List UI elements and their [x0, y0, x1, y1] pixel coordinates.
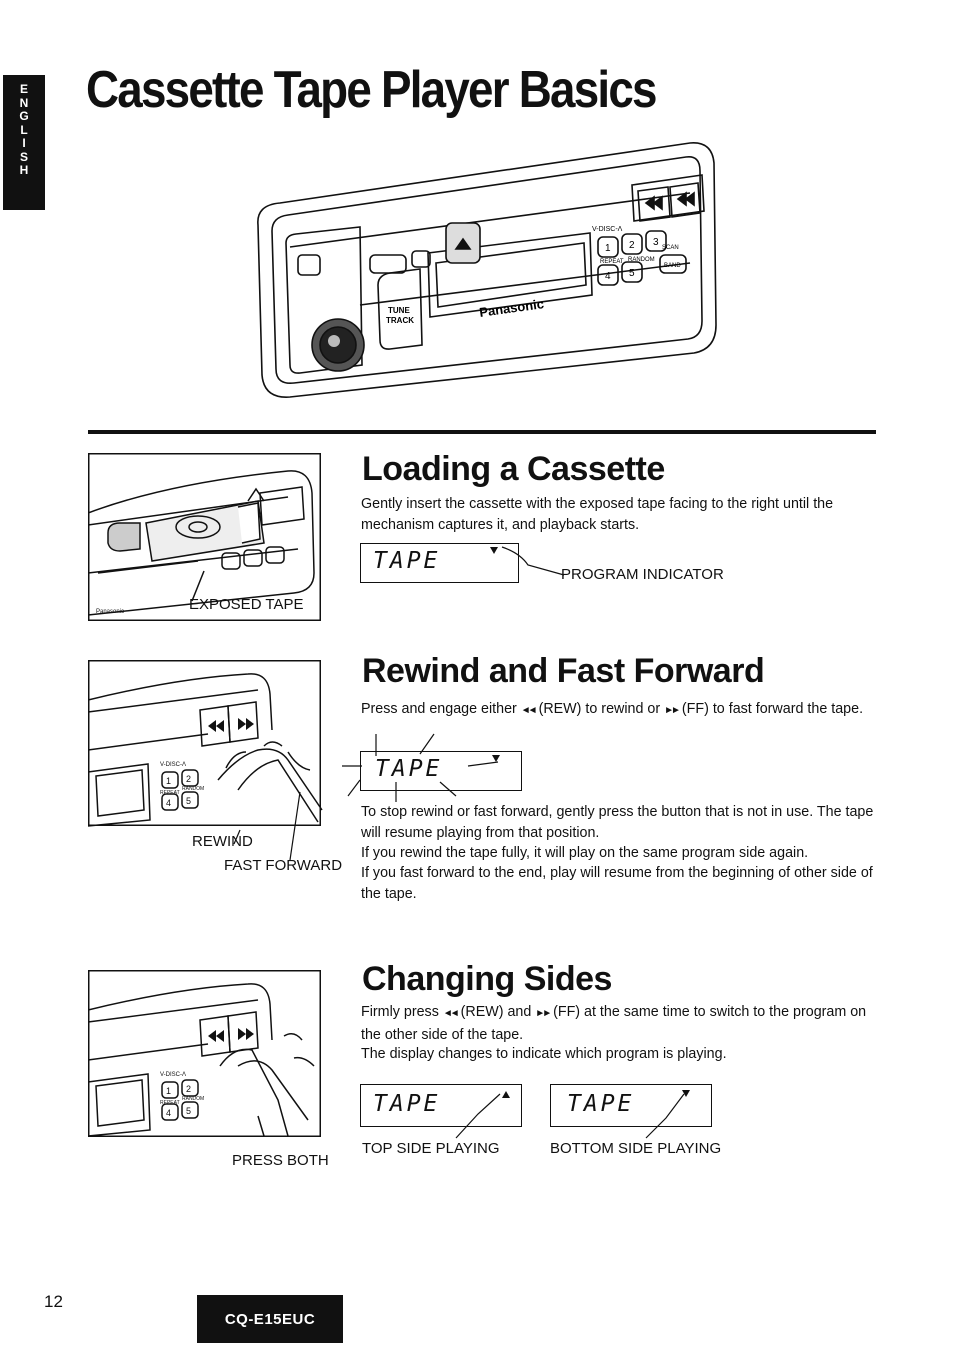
preset-label: 3 [653, 237, 659, 248]
sides-intro-text: (FF) at the same time to switch to the p… [361, 1004, 867, 1043]
rewind-button-icon [208, 720, 224, 732]
language-tab: E N G L I S H [3, 75, 45, 210]
disc-label: V-DISC-Λ [160, 1072, 186, 1078]
changing-sides-illustration: 1 2 4 5 V-DISC-Λ REPEAT RANDOM [88, 970, 321, 1137]
section-divider [88, 430, 876, 434]
rewind-intro-text: (REW) to rewind or [538, 701, 661, 717]
press-both-caption: PRESS BOTH [232, 1152, 329, 1169]
rewind-intro-text: Press and engage either [361, 701, 517, 717]
sides-intro-text: Firmly press [361, 1004, 439, 1020]
lang-letter: N [19, 95, 29, 110]
preset-label: 4 [605, 271, 611, 282]
lcd-text: TAPE [373, 1091, 441, 1117]
program-indicator-caption: PROGRAM INDICATOR [561, 566, 724, 583]
rewind-intro-text: (FF) to fast forward the tape. [681, 701, 864, 717]
disc-label: V-DISC-Λ [592, 226, 623, 233]
preset-label: 4 [166, 798, 171, 808]
bottom-side-caption: BOTTOM SIDE PLAYING [550, 1140, 722, 1157]
top-side-caption: TOP SIDE PLAYING [362, 1140, 500, 1157]
lcd-text: TAPE [375, 756, 443, 782]
repeat-label: REPEAT [600, 259, 624, 265]
loading-body: Gently insert the cassette with the expo… [361, 496, 834, 533]
random-label: RANDOM [628, 257, 655, 263]
random-label: RANDOM [182, 1096, 204, 1102]
top-side-indicator-icon [502, 1091, 510, 1098]
bottom-side-indicator-icon [682, 1090, 690, 1097]
random-label: RANDOM [182, 786, 204, 792]
exposed-tape-caption: EXPOSED TAPE [189, 596, 304, 613]
rewind-display-motion-lines [342, 733, 499, 802]
section-title-sides: Changing Sides [362, 960, 612, 998]
repeat-label: REPEAT [160, 1100, 180, 1106]
rewind-body-3: If you fast forward to the end, play wil… [361, 865, 873, 902]
lang-letter: I [22, 136, 26, 150]
preset-label: 2 [186, 774, 191, 784]
preset-label: 1 [605, 243, 611, 254]
preset-label: 5 [186, 1106, 191, 1116]
lang-letter: E [19, 82, 28, 96]
brand-label: Panasonic [96, 609, 124, 615]
page-title: Cassette Tape Player Basics [86, 61, 658, 119]
rewind-button-icon [208, 1030, 224, 1042]
fast-forward-caption: FAST FORWARD [224, 857, 343, 874]
indicator-leader-line [501, 546, 565, 576]
sides-intro: Firmly press ◄◄ (REW) and ►► (FF) at the… [361, 1002, 881, 1045]
rewind-symbol-icon: ◄◄ [520, 705, 538, 716]
section-title-rewind: Rewind and Fast Forward [362, 652, 765, 690]
preset-label: 2 [629, 240, 635, 251]
lcd-text: TAPE [567, 1091, 635, 1117]
fast-forward-button-icon [238, 1028, 254, 1040]
fast-forward-button-icon [238, 718, 254, 730]
preset-label: 5 [629, 268, 635, 279]
rewind-body-2: If you rewind the tape fully, it will pl… [361, 845, 809, 861]
fast-forward-symbol-icon: ►► [535, 1008, 552, 1019]
lang-letter: S [19, 149, 28, 164]
lang-letter: G [19, 109, 29, 123]
model-number: CQ-E15EUC [224, 1310, 316, 1328]
preset-label: 1 [166, 776, 171, 786]
top-side-indicator-icon [490, 547, 498, 554]
bottom-side-display: TAPE [550, 1084, 712, 1127]
top-side-display: TAPE [360, 1084, 522, 1127]
loading-illustration: Panasonic EXPOSED TAPE [88, 453, 321, 621]
lang-letter: L [20, 122, 28, 137]
scan-label: SCAN [662, 245, 679, 251]
fast-forward-symbol-icon: ►► [664, 705, 681, 716]
rewind-intro: Press and engage either ◄◄ (REW) to rewi… [361, 699, 881, 722]
tune-label: TUNE [388, 306, 410, 315]
rewind-caption: REWIND [192, 833, 253, 850]
repeat-label: REPEAT [160, 790, 180, 796]
preset-label: 5 [186, 796, 191, 806]
program-indicator-display: TAPE [360, 543, 519, 583]
rewind-display: TAPE [360, 751, 522, 791]
top-side-indicator-icon [492, 755, 500, 762]
preset-label: 2 [186, 1084, 191, 1094]
track-label: TRACK [386, 316, 414, 325]
lang-letter: H [19, 163, 29, 177]
model-badge: CQ-E15EUC [197, 1295, 343, 1343]
band-label: BAND [664, 263, 681, 269]
side-indicator-leader-lines [455, 1093, 685, 1139]
cassette-player-illustration: Panasonic TUNE TRACK V-DISC-Λ SCAN REPEA… [257, 142, 717, 398]
sides-intro-text: (REW) and [460, 1004, 532, 1020]
preset-label: 1 [166, 1086, 171, 1096]
rewind-illustration: 1 2 4 5 V-DISC-Λ REPEAT RANDOM [88, 660, 323, 827]
sides-body: The display changes to indicate which pr… [361, 1046, 727, 1062]
rewind-leader-lines [233, 791, 301, 861]
disc-label: V-DISC-Λ [160, 762, 186, 768]
preset-label: 4 [166, 1108, 171, 1118]
page-number: 12 [44, 1292, 63, 1311]
rewind-symbol-icon: ◄◄ [442, 1008, 460, 1019]
lcd-text: TAPE [373, 548, 441, 574]
rewind-body-1: To stop rewind or fast forward, gently p… [361, 804, 874, 841]
section-title-loading: Loading a Cassette [362, 450, 665, 488]
